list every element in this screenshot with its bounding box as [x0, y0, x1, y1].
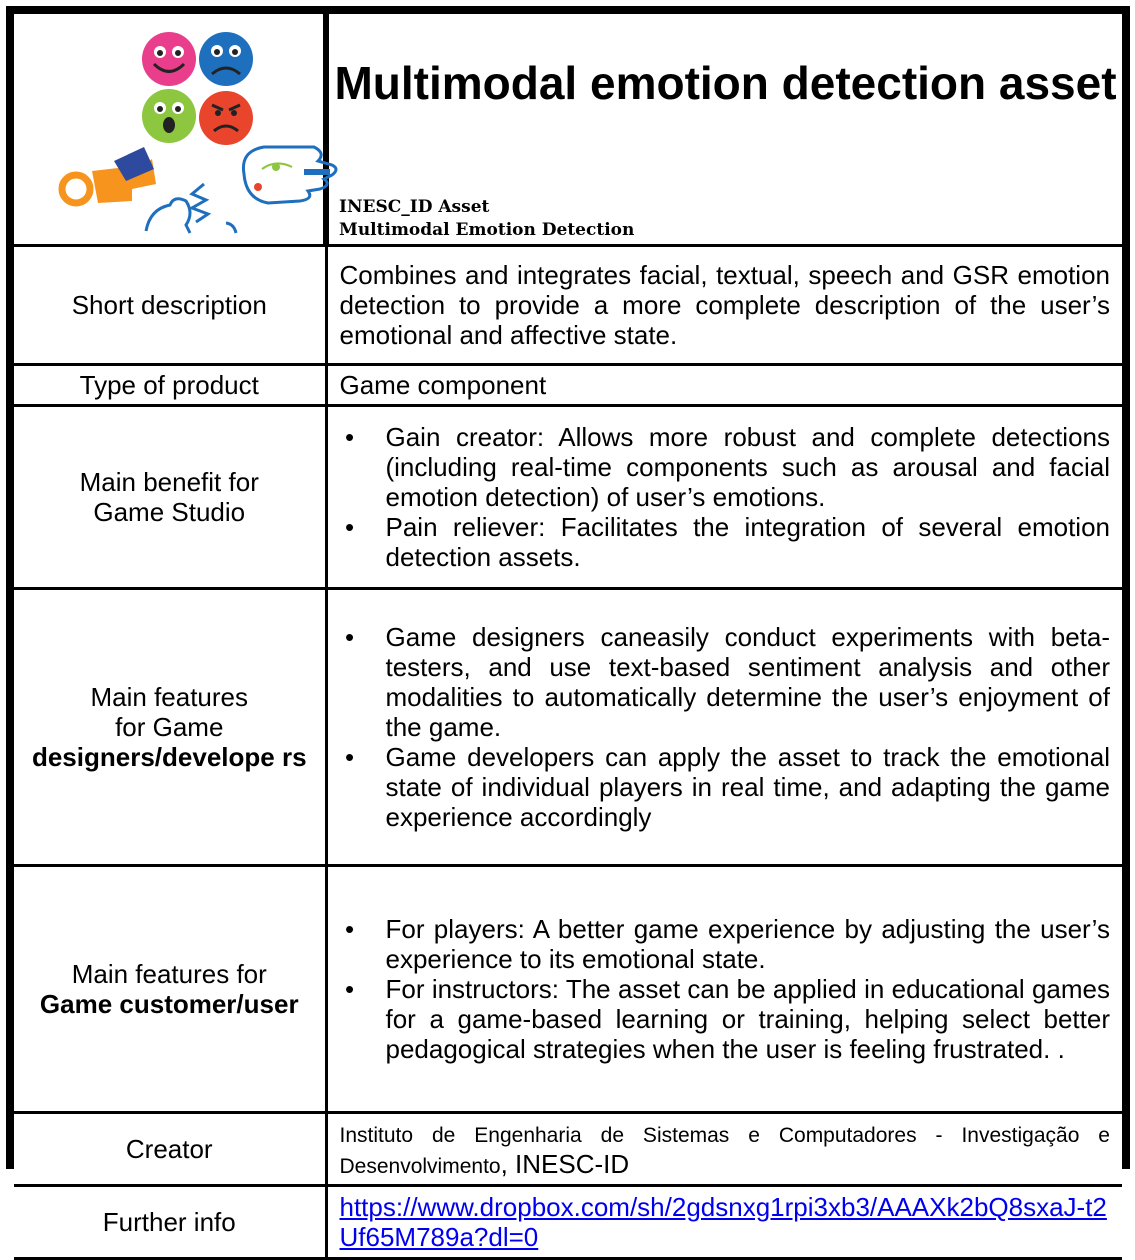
header-row: Multimodal emotion detection asset INESC… — [14, 14, 1122, 247]
row-further-info: Further info https://www.dropbox.com/sh/… — [14, 1184, 1122, 1260]
subtitle: INESC_ID Asset Multimodal Emotion Detect… — [339, 196, 634, 242]
value-creator: Instituto de Engenharia de Sistemas e Co… — [324, 1111, 1122, 1187]
value-features-designers: Game designers caneasily conduct experim… — [324, 587, 1122, 867]
value-short-description: Combines and integrates facial, textual,… — [324, 244, 1122, 366]
subtitle-line-1: INESC_ID Asset — [339, 197, 490, 217]
label-features-customer-bold: Game customer/user — [39, 989, 299, 1019]
list-item: Gain creator: Allows more robust and com… — [340, 422, 1110, 512]
label-features-designers: Main features for Game designers/develop… — [14, 587, 328, 867]
creator-acronym: , INESC-ID — [500, 1149, 630, 1179]
row-type-of-product: Type of product Game component — [14, 363, 1122, 407]
label-features-designers-bold: designers/develope rs — [31, 742, 307, 772]
label-main-benefit: Main benefit for Game Studio — [14, 404, 328, 590]
value-features-customer: For players: A better game experience by… — [324, 864, 1122, 1114]
subtitle-line-2: Multimodal Emotion Detection — [339, 220, 635, 240]
label-features-customer-line-1: Main features for — [71, 959, 267, 989]
page-title: Multimodal emotion detection asset — [334, 57, 1117, 109]
designers-features-list: Game designers caneasily conduct experim… — [340, 622, 1110, 832]
value-further-info: https://www.dropbox.com/sh/2gdsnxg1rpi3x… — [324, 1184, 1122, 1260]
list-item: Pain reliever: Facilitates the integrati… — [340, 512, 1110, 572]
value-main-benefit: Gain creator: Allows more robust and com… — [324, 404, 1122, 590]
list-item: For instructors: The asset can be applie… — [340, 974, 1110, 1064]
label-type-of-product: Type of product — [14, 363, 328, 407]
label-further-info: Further info — [14, 1184, 328, 1260]
label-features-designers-line-1: Main features — [90, 682, 249, 712]
row-main-benefit: Main benefit for Game Studio Gain creato… — [14, 404, 1122, 590]
row-short-description: Short description Combines and integrate… — [14, 244, 1122, 366]
row-features-customer: Main features for Game customer/user For… — [14, 864, 1122, 1114]
label-main-benefit-line-2: Game Studio — [93, 497, 246, 527]
title-cell: Multimodal emotion detection asset INESC… — [323, 14, 1122, 247]
customer-features-list: For players: A better game experience by… — [340, 914, 1110, 1064]
creator-name: Instituto de Engenharia de Sistemas e Co… — [339, 1124, 1111, 1178]
label-main-benefit-line-1: Main benefit for — [79, 467, 259, 497]
row-features-designers: Main features for Game designers/develop… — [14, 587, 1122, 867]
list-item: Game developers can apply the asset to t… — [340, 742, 1110, 832]
asset-table: Multimodal emotion detection asset INESC… — [14, 14, 1122, 1260]
label-features-customer: Main features for Game customer/user — [14, 864, 328, 1114]
logo-cell — [14, 14, 338, 247]
asset-sheet: Multimodal emotion detection asset INESC… — [6, 6, 1130, 1260]
benefit-list: Gain creator: Allows more robust and com… — [340, 422, 1110, 572]
label-short-description: Short description — [14, 244, 328, 366]
list-item: For players: A better game experience by… — [340, 914, 1110, 974]
emotion-faces-logo-icon — [58, 32, 338, 234]
label-features-designers-line-2: for Game — [115, 712, 224, 742]
value-type-of-product: Game component — [324, 363, 1122, 407]
list-item: Game designers caneasily conduct experim… — [340, 622, 1110, 742]
further-info-link[interactable]: https://www.dropbox.com/sh/2gdsnxg1rpi3x… — [339, 1192, 1107, 1252]
